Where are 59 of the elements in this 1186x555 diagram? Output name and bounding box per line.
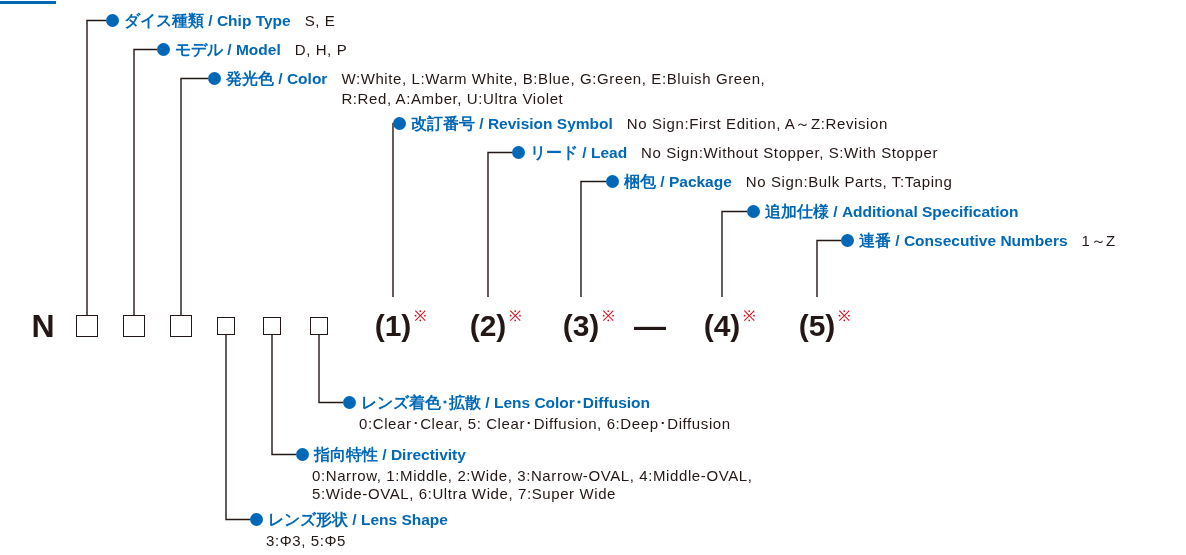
field-heading: 指向特性 / Directivity bbox=[314, 446, 466, 463]
field-values: No Sign:Without Stopper, S:With Stopper bbox=[641, 143, 938, 163]
part-code-digit: (2) bbox=[469, 297, 507, 343]
code-slot-box bbox=[170, 315, 192, 337]
leader-line bbox=[271, 334, 297, 456]
field-heading: モデル / Model bbox=[175, 41, 281, 58]
field-values: No Sign:Bulk Parts, T:Taping bbox=[745, 172, 953, 192]
part-code-digit: (4) bbox=[703, 297, 741, 343]
code-character: N bbox=[31, 308, 55, 344]
field-heading: レンズ形状 / Lens Shape bbox=[268, 511, 448, 528]
leader-line bbox=[318, 334, 344, 404]
field-heading: 改訂番号 / Revision Symbol bbox=[411, 115, 613, 132]
footnote-mark: ※ bbox=[838, 306, 852, 325]
field-values: 1～Z bbox=[1081, 231, 1116, 251]
part-code-digit: (5) bbox=[798, 297, 836, 343]
leader-line bbox=[816, 239, 842, 298]
description-block bbox=[343, 393, 731, 433]
leader-line bbox=[180, 77, 209, 316]
description-block bbox=[841, 231, 1116, 251]
code-slot-box bbox=[217, 317, 235, 335]
description-block bbox=[606, 172, 953, 192]
part-code-digit: (1) bbox=[374, 297, 412, 343]
leader-line bbox=[487, 151, 513, 298]
leader-line bbox=[133, 48, 158, 316]
code-slot-box bbox=[310, 317, 328, 335]
description-block bbox=[747, 202, 1019, 222]
leader-line bbox=[721, 210, 748, 298]
field-values: 0:Narrow, 1:Middle, 2:Wide, 3:Narrow-OVAL, 4:Middle-OVAL, 5:Wide-OVAL, 6:Ultra Wide, 7:Super Wide bbox=[312, 467, 754, 503]
description-block bbox=[157, 40, 348, 60]
code-slot-box bbox=[76, 315, 98, 337]
field-heading: 発光色 / Color bbox=[226, 70, 328, 87]
field-values: D, H, P bbox=[294, 40, 348, 60]
field-values: W:White, L:Warm White, B:Blue, G:Green, E:Bluish Green, R:Red, A:Amber, U:Ultra Violet bbox=[341, 69, 767, 109]
field-heading: レンズ着色･拡散 / Lens Color･Diffusion bbox=[361, 394, 651, 411]
description-block bbox=[106, 11, 336, 31]
field-values: 3:Φ3, 5:Φ5 bbox=[266, 532, 347, 550]
field-heading: リード / Lead bbox=[530, 144, 628, 161]
leader-line bbox=[86, 19, 107, 316]
field-heading: 連番 / Consecutive Numbers bbox=[859, 232, 1068, 249]
footnote-mark: ※ bbox=[602, 306, 616, 325]
part-code-digit: (3) bbox=[562, 297, 600, 343]
leader-line bbox=[580, 180, 607, 298]
footnote-mark: ※ bbox=[743, 306, 757, 325]
code-character: — bbox=[634, 308, 666, 344]
code-slot-box bbox=[263, 317, 281, 335]
field-heading: ダイス種類 / Chip Type bbox=[124, 12, 291, 29]
footnote-mark: ※ bbox=[509, 306, 523, 325]
field-values: No Sign:First Edition, A～Z:Revision bbox=[626, 114, 888, 134]
field-values: 0:Clear･Clear, 5: Clear･Diffusion, 6:Deep･Diffusion bbox=[359, 415, 731, 433]
description-block bbox=[250, 510, 448, 550]
field-values: S, E bbox=[304, 11, 336, 31]
leader-line bbox=[392, 122, 394, 298]
code-slot-box bbox=[123, 315, 145, 337]
leader-line bbox=[225, 334, 251, 521]
description-block bbox=[393, 114, 888, 134]
description-block bbox=[512, 143, 938, 163]
footnote-mark: ※ bbox=[414, 306, 428, 325]
field-heading: 梱包 / Package bbox=[624, 173, 732, 190]
field-heading: 追加仕様 / Additional Specification bbox=[765, 203, 1019, 220]
